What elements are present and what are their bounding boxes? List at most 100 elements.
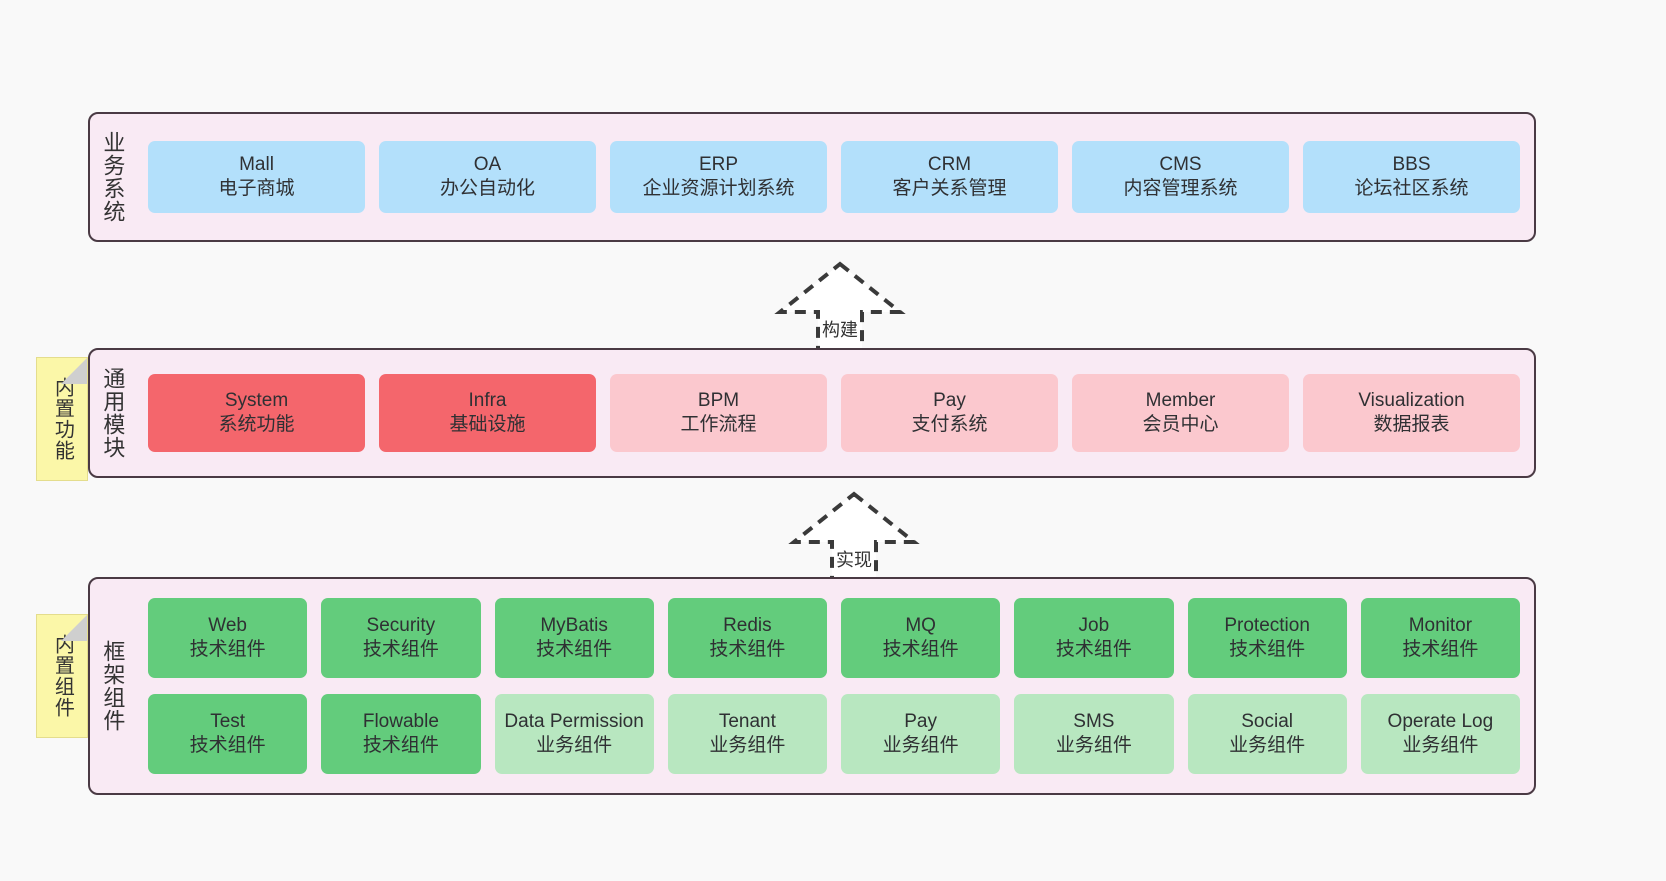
card-subtitle: 技术组件 — [1229, 639, 1306, 660]
layer-label-common-modules: 通用模块 — [100, 367, 126, 459]
card-subtitle: 技术组件 — [536, 639, 613, 660]
framework-tech-row: Web 技术组件 Security 技术组件 MyBatis 技术组件 Redi… — [148, 598, 1520, 678]
layer-body-business-systems: Mall 电子商城 OA 办公自动化 ERP 企业资源计划系统 CRM 客户关系… — [134, 114, 1534, 240]
card-subtitle: 系统功能 — [218, 414, 295, 435]
card-title: Protection — [1224, 615, 1310, 637]
card-system[interactable]: System 系统功能 — [148, 374, 365, 452]
card-visualization[interactable]: Visualization 数据报表 — [1303, 374, 1520, 452]
card-subtitle: 技术组件 — [882, 639, 959, 660]
card-subtitle: 论坛社区系统 — [1354, 178, 1469, 199]
layer-label-business-systems: 业务系统 — [100, 131, 126, 223]
layer-business-systems: 业务系统 Mall 电子商城 OA 办公自动化 ERP 企业资源计划系统 CRM… — [88, 112, 1536, 242]
layer-label-framework-components: 框架组件 — [100, 640, 126, 732]
card-title: BPM — [697, 390, 740, 412]
card-title: Test — [210, 711, 246, 733]
card-subtitle: 客户关系管理 — [892, 178, 1007, 199]
card-title: CRM — [927, 154, 972, 176]
card-member[interactable]: Member 会员中心 — [1072, 374, 1289, 452]
card-security[interactable]: Security 技术组件 — [321, 598, 481, 678]
card-subtitle: 企业资源计划系统 — [642, 178, 795, 199]
card-mall[interactable]: Mall 电子商城 — [148, 141, 365, 213]
card-data-permission[interactable]: Data Permission 业务组件 — [494, 694, 654, 774]
card-subtitle: 技术组件 — [362, 639, 439, 660]
card-subtitle: 业务组件 — [709, 735, 786, 756]
card-job[interactable]: Job 技术组件 — [1014, 598, 1174, 678]
card-title: Infra — [468, 390, 507, 412]
card-title: OA — [473, 154, 502, 176]
card-subtitle: 数据报表 — [1373, 414, 1450, 435]
card-subtitle: 技术组件 — [189, 735, 266, 756]
arrow-build-icon — [774, 261, 906, 352]
card-title: Monitor — [1408, 615, 1473, 637]
card-title: System — [224, 390, 289, 412]
card-title: Member — [1145, 390, 1216, 412]
card-protection[interactable]: Protection 技术组件 — [1187, 598, 1347, 678]
card-subtitle: 内容管理系统 — [1123, 178, 1238, 199]
card-monitor[interactable]: Monitor 技术组件 — [1360, 598, 1520, 678]
card-sms[interactable]: SMS 业务组件 — [1014, 694, 1174, 774]
card-erp[interactable]: ERP 企业资源计划系统 — [610, 141, 827, 213]
card-title: Flowable — [362, 711, 439, 733]
card-title: Mall — [239, 154, 274, 176]
card-subtitle: 技术组件 — [709, 639, 786, 660]
note-text: 内置组件 — [51, 634, 74, 718]
arrow-build: 构建 — [750, 258, 930, 354]
card-mq[interactable]: MQ 技术组件 — [841, 598, 1001, 678]
card-subtitle: 业务组件 — [1402, 735, 1479, 756]
note-builtin-functions: 内置功能 — [36, 357, 88, 481]
card-title: Redis — [723, 615, 772, 637]
arrow-realize: 实现 — [764, 488, 944, 584]
layer-body-framework-components: Web 技术组件 Security 技术组件 MyBatis 技术组件 Redi… — [134, 579, 1534, 793]
card-tenant[interactable]: Tenant 业务组件 — [667, 694, 827, 774]
card-bpm[interactable]: BPM 工作流程 — [610, 374, 827, 452]
layer-common-modules: 通用模块 System 系统功能 Infra 基础设施 BPM 工作流程 Pay… — [88, 348, 1536, 478]
card-mybatis[interactable]: MyBatis 技术组件 — [494, 598, 654, 678]
card-subtitle: 基础设施 — [449, 414, 526, 435]
arrow-realize-icon — [788, 491, 920, 582]
card-social[interactable]: Social 业务组件 — [1187, 694, 1347, 774]
card-title: Social — [1241, 711, 1293, 733]
card-title: Tenant — [718, 711, 776, 733]
card-crm[interactable]: CRM 客户关系管理 — [841, 141, 1058, 213]
card-title: Visualization — [1358, 390, 1465, 412]
card-title: SMS — [1073, 711, 1115, 733]
card-title: ERP — [698, 154, 739, 176]
card-pay-component[interactable]: Pay 业务组件 — [841, 694, 1001, 774]
card-oa[interactable]: OA 办公自动化 — [379, 141, 596, 213]
card-subtitle: 技术组件 — [189, 639, 266, 660]
card-title: Pay — [933, 390, 966, 412]
card-operate-log[interactable]: Operate Log 业务组件 — [1360, 694, 1520, 774]
card-cms[interactable]: CMS 内容管理系统 — [1072, 141, 1289, 213]
layer-framework-components: 框架组件 Web 技术组件 Security 技术组件 MyBatis 技术组件… — [88, 577, 1536, 795]
card-redis[interactable]: Redis 技术组件 — [667, 598, 827, 678]
card-infra[interactable]: Infra 基础设施 — [379, 374, 596, 452]
card-title: Job — [1078, 615, 1110, 637]
card-bbs[interactable]: BBS 论坛社区系统 — [1303, 141, 1520, 213]
card-subtitle: 会员中心 — [1142, 414, 1219, 435]
card-subtitle: 技术组件 — [1055, 639, 1132, 660]
framework-business-row: Test 技术组件 Flowable 技术组件 Data Permission … — [148, 694, 1520, 774]
card-subtitle: 业务组件 — [882, 735, 959, 756]
card-title: Pay — [904, 711, 937, 733]
card-subtitle: 业务组件 — [536, 735, 613, 756]
card-title: Web — [208, 615, 247, 637]
card-subtitle: 办公自动化 — [439, 178, 535, 199]
card-title: Operate Log — [1387, 711, 1494, 733]
card-test[interactable]: Test 技术组件 — [148, 694, 308, 774]
card-title: BBS — [1392, 154, 1431, 176]
card-pay-module[interactable]: Pay 支付系统 — [841, 374, 1058, 452]
card-title: Data Permission — [504, 711, 644, 733]
card-subtitle: 技术组件 — [1402, 639, 1479, 660]
card-title: MyBatis — [540, 615, 608, 637]
card-subtitle: 工作流程 — [680, 414, 757, 435]
card-web[interactable]: Web 技术组件 — [148, 598, 308, 678]
card-flowable[interactable]: Flowable 技术组件 — [321, 694, 481, 774]
card-subtitle: 业务组件 — [1055, 735, 1132, 756]
layer-body-common-modules: System 系统功能 Infra 基础设施 BPM 工作流程 Pay 支付系统… — [134, 350, 1534, 476]
card-subtitle: 技术组件 — [362, 735, 439, 756]
card-title: Security — [366, 615, 436, 637]
note-builtin-components: 内置组件 — [36, 614, 88, 738]
note-text: 内置功能 — [51, 377, 74, 461]
card-subtitle: 业务组件 — [1229, 735, 1306, 756]
